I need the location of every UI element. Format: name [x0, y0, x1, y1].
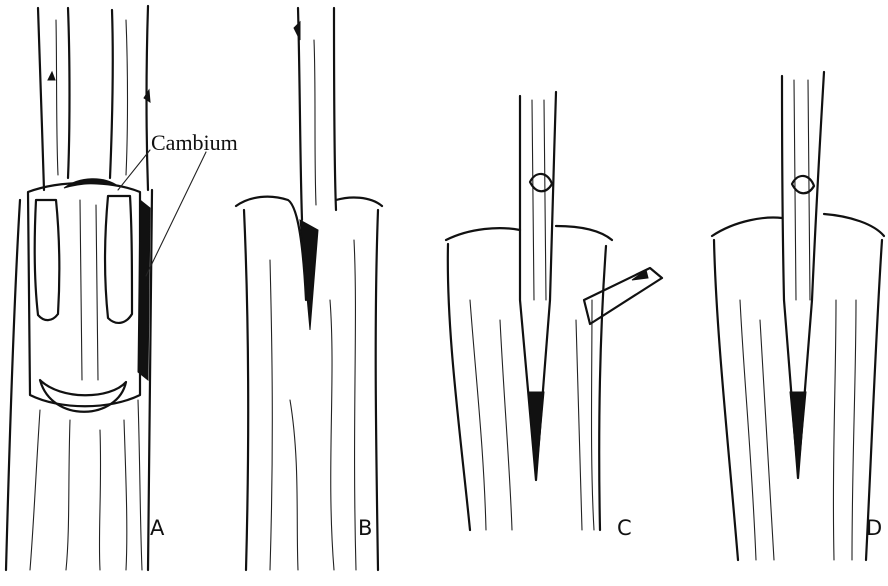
panel-label-c: C	[617, 518, 632, 539]
panel-a-bark-flap	[28, 179, 150, 412]
cambium-leader-line-2	[146, 152, 206, 276]
cambium-callout-label: Cambium	[151, 130, 238, 156]
panel-a-drawing	[6, 6, 206, 570]
panel-c-drawing	[446, 92, 662, 530]
cambium-leader-line-1	[118, 150, 150, 190]
panel-label-a: A	[150, 518, 164, 539]
panel-b-drawing	[236, 8, 382, 570]
panel-label-d: D	[866, 518, 882, 539]
panel-d-drawing	[712, 72, 884, 560]
panel-label-b: B	[358, 518, 372, 539]
panel-a-scion	[38, 6, 150, 190]
